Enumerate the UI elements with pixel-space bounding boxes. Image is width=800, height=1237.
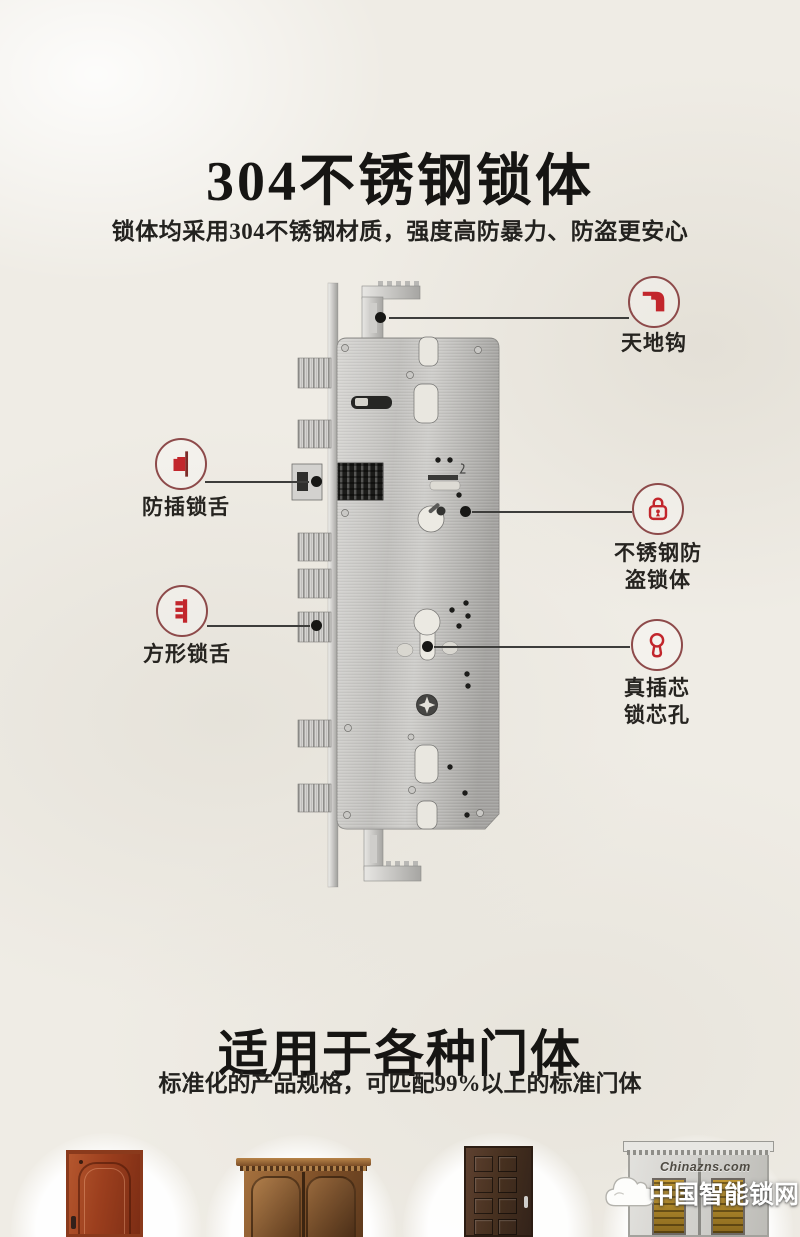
connector-line-top-hook [389,317,629,319]
callout-label-anti-pry: 防插锁舌 [142,495,230,519]
callout-circle-tiandigou [628,276,680,328]
section2-subtitle: 标准化的产品规格，可匹配99%以上的标准门体 [158,1071,642,1096]
connector-dot [375,312,386,323]
watermark-url: Chinazns.com [660,1160,751,1174]
dark-brown-security-door [464,1146,533,1237]
door-seam [302,1172,305,1237]
cloud-icon [605,1176,655,1207]
door-gold-glass-panel [711,1178,745,1235]
door-panel [78,1162,131,1234]
door-handle [71,1216,76,1229]
callout-label-lock-body: 不锈钢防 盗锁体 [614,541,702,592]
watermark: Chinazns.com 中国智能锁网 [597,1150,800,1237]
door-seam [698,1158,701,1235]
connector-dot [311,620,322,631]
door-gold-glass-panel [652,1178,686,1235]
door-leaf [306,1176,356,1237]
plate-pin-holes [435,457,471,818]
section2-title: 适用于各种门体 [218,1025,582,1082]
keyhole-icon [649,633,665,658]
lock-body-illustration [291,281,500,888]
plate-screws [341,344,484,819]
callout-circle-cylinder [631,619,683,671]
door-handle [524,1196,528,1208]
side-bolts [297,357,332,813]
watermark-site-name: 中国智能锁网 [649,1182,800,1209]
red-mahogany-single-door [66,1150,143,1237]
door-panel [84,1168,125,1234]
padlock-icon [648,497,668,521]
anti-pry-latch-icon [173,451,189,477]
connector-line-lock-body [472,511,632,513]
bottom-hook [363,828,422,882]
callout-circle-lock-body [632,483,684,535]
connector-dot [311,476,322,487]
connector-line-anti-pry [205,481,309,483]
callout-label-cylinder: 真插芯 锁芯孔 [624,676,690,727]
door-embossed-panels [474,1156,517,1235]
square-bolt-icon [175,599,188,623]
lock-plate [336,337,500,830]
door-dentil-molding [627,1150,770,1155]
page-subtitle: 锁体均采用304不锈钢材质，强度高防暴力、防盗更安心 [111,219,689,244]
connector-dot [422,641,433,652]
door-cornice [236,1158,371,1166]
copper-double-door [236,1158,371,1237]
callout-circle-square-bolt [156,585,208,637]
connector-line-square-bolt [207,625,310,627]
connector-dot [460,506,471,517]
top-hook [361,281,421,341]
door-dentil-molding [240,1166,367,1171]
callout-label-tiandigou: 天地钩 [621,331,687,355]
callout-circle-anti-pry [155,438,207,490]
door-leaf [251,1176,301,1237]
callout-label-square-bolt: 方形锁舌 [143,642,231,666]
white-gold-villa-double-door [623,1141,774,1237]
connector-line-cylinder [434,646,630,648]
page-title: 304不锈钢锁体 [206,150,594,213]
hook-icon [642,291,665,312]
door-peephole [79,1160,83,1164]
